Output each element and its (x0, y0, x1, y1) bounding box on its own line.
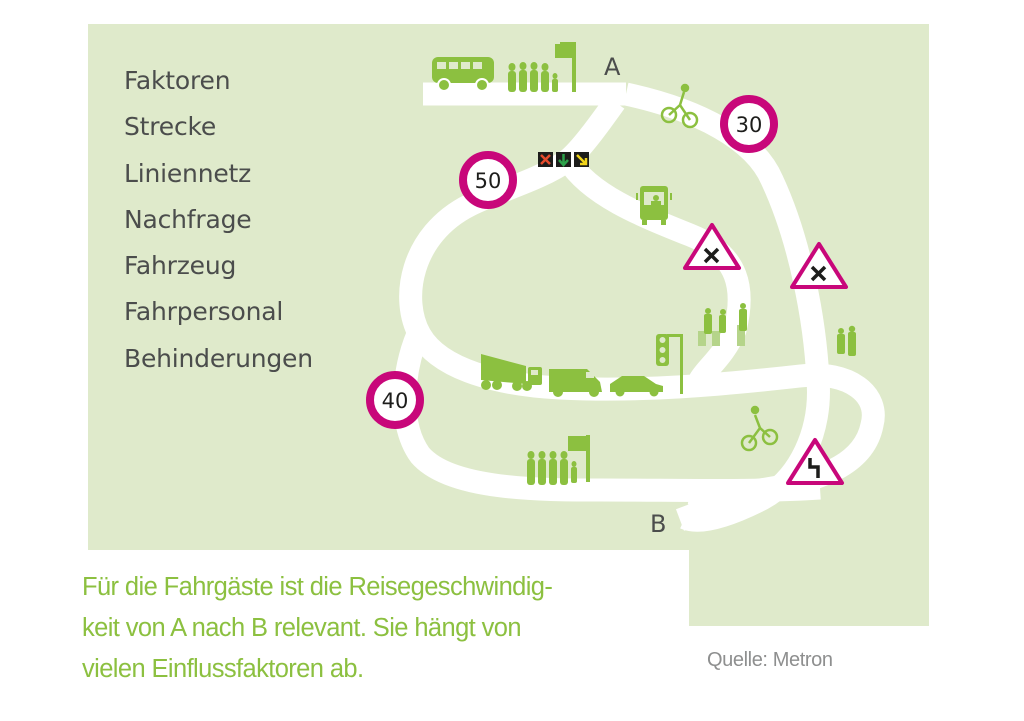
speed-limit-sign-50: 50 (459, 151, 517, 209)
caption-line: Für die Fahrgäste ist die Reisegeschwind… (82, 573, 553, 601)
svg-text:50: 50 (475, 169, 502, 193)
walking-couple-icon (837, 325, 856, 356)
people-at-stop-icon (527, 451, 577, 485)
diagram-background-extension (689, 549, 929, 626)
speed-limit-sign-40: 40 (366, 371, 424, 429)
svg-text:40: 40 (382, 389, 409, 413)
factors-list: Faktoren Strecke Liniennetz Nachfrage Fa… (124, 58, 313, 382)
bus-front-icon (636, 186, 672, 225)
bus-stop-sign-icon (555, 42, 576, 92)
factor-item: Fahrpersonal (124, 297, 284, 327)
bus-icon (432, 57, 494, 92)
factor-item: Behinderungen (124, 343, 313, 373)
people-at-stop-icon (508, 62, 558, 92)
factor-item: Fahrzeug (124, 251, 237, 281)
truck-icon (481, 354, 542, 391)
pedestrians-crosswalk-icon (698, 303, 747, 346)
lane-signal-yellow-arrow-icon (574, 152, 589, 167)
double-curve-warning-sign-icon (786, 438, 844, 485)
lane-signal-red-x-icon (538, 152, 553, 167)
end-point-label: B (650, 510, 666, 538)
lane-signal-green-arrow-icon (556, 152, 571, 167)
bus-stop-sign-icon (568, 435, 590, 482)
factor-item: Liniennetz (124, 158, 252, 188)
start-point-label: A (604, 53, 621, 81)
crossroads-warning-sign-icon (790, 242, 848, 289)
caption-line: vielen Einflussfaktoren ab. (82, 655, 364, 683)
caption-line: keit von A nach B relevant. Sie hängt vo… (82, 614, 522, 642)
factor-item: Nachfrage (124, 204, 252, 234)
figure-caption: Für die Fahrgäste ist die Reisegeschwind… (82, 567, 682, 690)
source-credit: Quelle: Metron (707, 649, 833, 671)
car-icon (610, 376, 663, 397)
traffic-light-icon (656, 334, 683, 394)
van-icon (549, 369, 602, 397)
cyclist-icon (660, 83, 699, 129)
cyclist-icon (740, 405, 779, 452)
lane-control-signals (538, 152, 589, 167)
svg-text:30: 30 (736, 113, 763, 137)
speed-limit-sign-30: 30 (720, 95, 778, 153)
factors-heading: Faktoren (124, 66, 231, 95)
crossroads-warning-sign-icon (683, 223, 741, 270)
factor-item: Strecke (124, 112, 217, 142)
